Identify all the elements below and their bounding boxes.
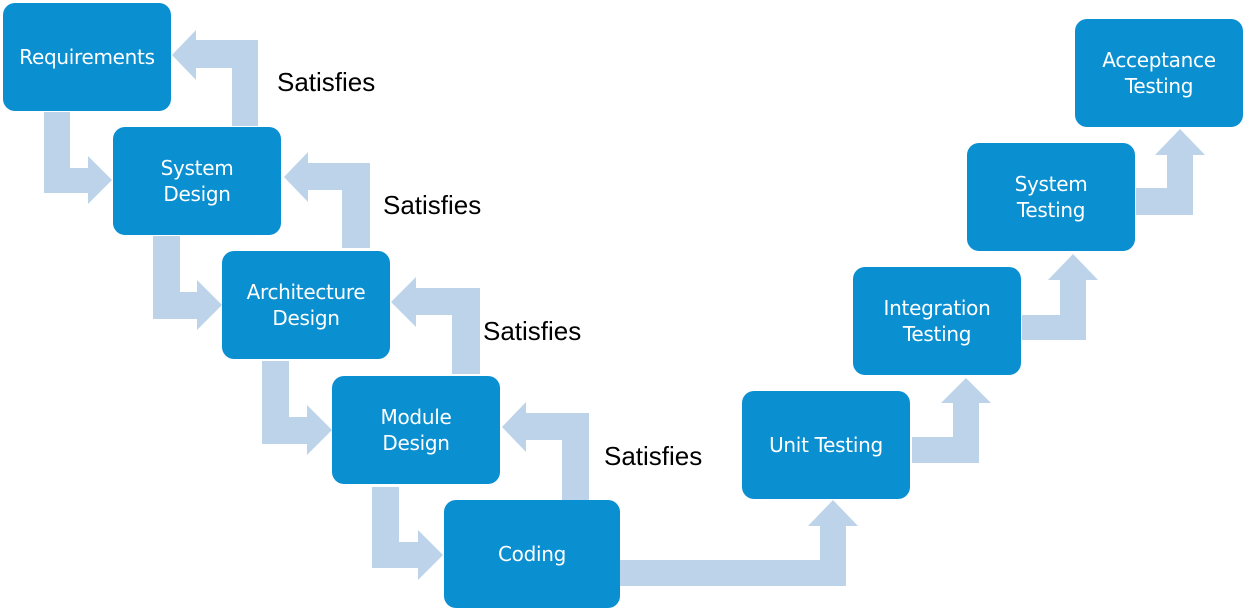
requirements-box: Requirements <box>3 3 171 111</box>
coding-label: Coding <box>497 542 567 566</box>
system-testing-label: System Testing <box>1014 172 1088 222</box>
satisfies-arrow-module-design-to-architecture-design <box>391 277 480 374</box>
satisfies-arrow-coding-to-module-design <box>502 402 589 500</box>
up-arrow-integration-testing-to-system-testing <box>1022 254 1098 340</box>
satisfies-label-3: Satisfies <box>483 316 582 346</box>
satisfies-arrow-system-design-to-requirements <box>172 30 258 126</box>
coding-box: Coding <box>444 500 620 608</box>
system-testing-box: System Testing <box>967 143 1135 251</box>
satisfies-arrow-architecture-design-to-system-design <box>284 152 370 248</box>
unit-testing-box: Unit Testing <box>742 391 910 499</box>
system-design-label: System Design <box>160 156 234 206</box>
up-arrow-system-testing-to-acceptance-testing <box>1136 129 1205 215</box>
integration-testing-label: Integration Testing <box>883 296 991 346</box>
satisfies-label-4: Satisfies <box>604 441 703 471</box>
acceptance-testing-box: Acceptance Testing <box>1075 19 1243 127</box>
down-arrow-architecture-design-to-module-design <box>262 361 332 455</box>
down-arrow-module-design-to-coding <box>372 487 443 580</box>
architecture-design-box: Architecture Design <box>222 251 390 359</box>
satisfies-label-1: Satisfies <box>277 67 376 97</box>
down-arrow-system-design-to-architecture-design <box>153 236 222 330</box>
integration-testing-box: Integration Testing <box>853 267 1021 375</box>
unit-testing-label: Unit Testing <box>769 433 883 457</box>
acceptance-testing-label: Acceptance Testing <box>1102 48 1216 98</box>
arrow-coding-to-unit-testing <box>620 500 858 586</box>
module-design-label: Module Design <box>380 405 452 455</box>
module-design-box: Module Design <box>332 376 500 484</box>
up-arrow-unit-testing-to-integration-testing <box>912 378 991 463</box>
requirements-label: Requirements <box>19 45 155 69</box>
architecture-design-label: Architecture Design <box>246 280 366 330</box>
system-design-box: System Design <box>113 127 281 235</box>
satisfies-label-2: Satisfies <box>383 190 482 220</box>
down-arrow-requirements-to-system-design <box>44 112 112 204</box>
